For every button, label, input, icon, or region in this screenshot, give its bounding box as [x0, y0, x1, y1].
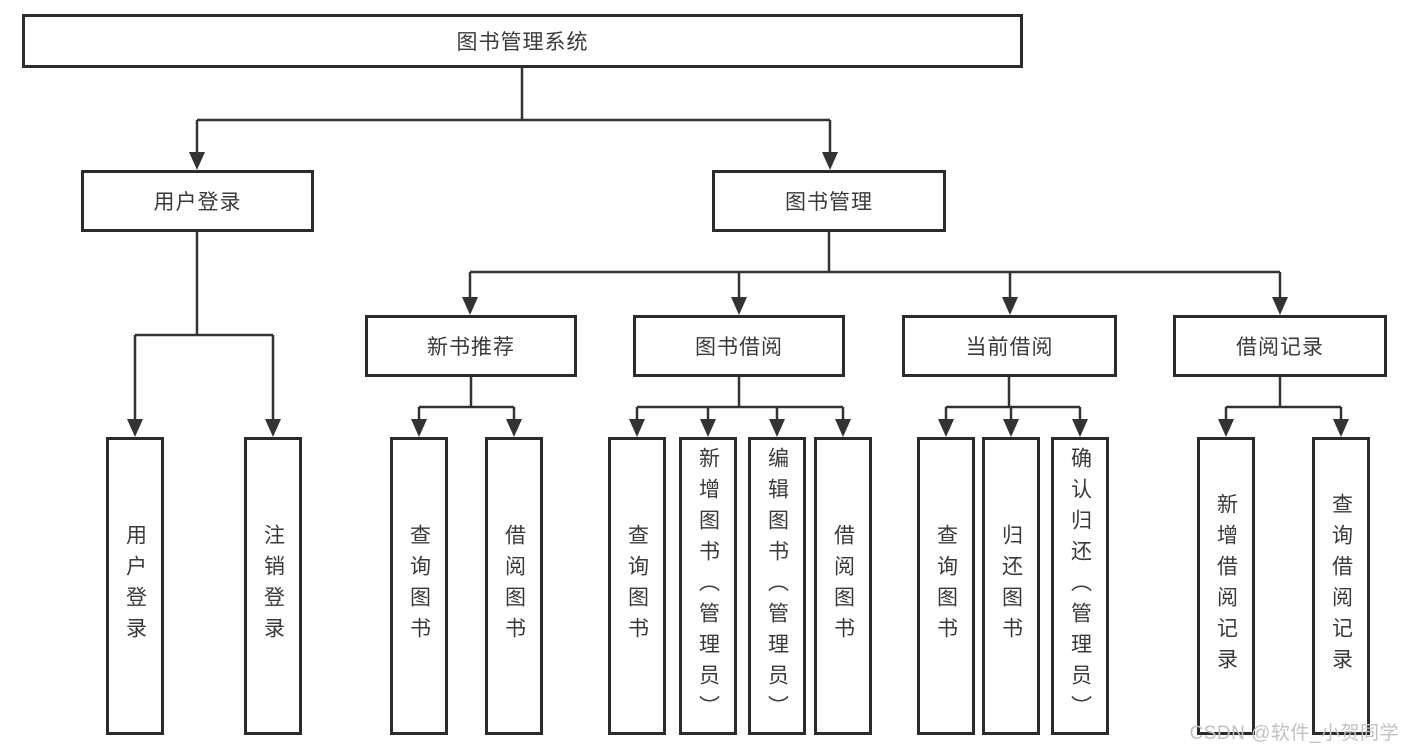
node-book-borrowing: 图书借阅 — [633, 315, 845, 377]
node-borrowing-records: 借阅记录 — [1173, 315, 1387, 377]
leaf-return-book: 归还图书 — [982, 437, 1040, 735]
leaf-add-borrow-record: 新增借阅记录 — [1197, 437, 1255, 735]
leaf-query-books-current: 查询图书 — [917, 437, 975, 735]
leaf-query-books-borrow: 查询图书 — [608, 437, 666, 735]
leaf-borrow-books-recommend: 借阅图书 — [485, 437, 543, 735]
node-book-management: 图书管理 — [712, 170, 946, 232]
leaf-edit-book-admin: 编辑图书（管理员） — [748, 437, 806, 735]
leaf-borrow-books: 借阅图书 — [814, 437, 872, 735]
tree-edges — [133, 68, 1343, 423]
leaf-user-login: 用户登录 — [106, 437, 164, 735]
node-user-login: 用户登录 — [81, 170, 314, 232]
node-new-book-recommend: 新书推荐 — [365, 315, 577, 377]
leaf-query-books-recommend: 查询图书 — [390, 437, 448, 735]
node-current-borrowing: 当前借阅 — [902, 315, 1117, 377]
leaf-logout: 注销登录 — [244, 437, 302, 735]
leaf-query-borrow-record: 查询借阅记录 — [1312, 437, 1370, 735]
node-library-management-system: 图书管理系统 — [22, 14, 1023, 68]
leaf-confirm-return-admin: 确认归还（管理员） — [1051, 437, 1109, 735]
leaf-add-book-admin: 新增图书（管理员） — [679, 437, 737, 735]
